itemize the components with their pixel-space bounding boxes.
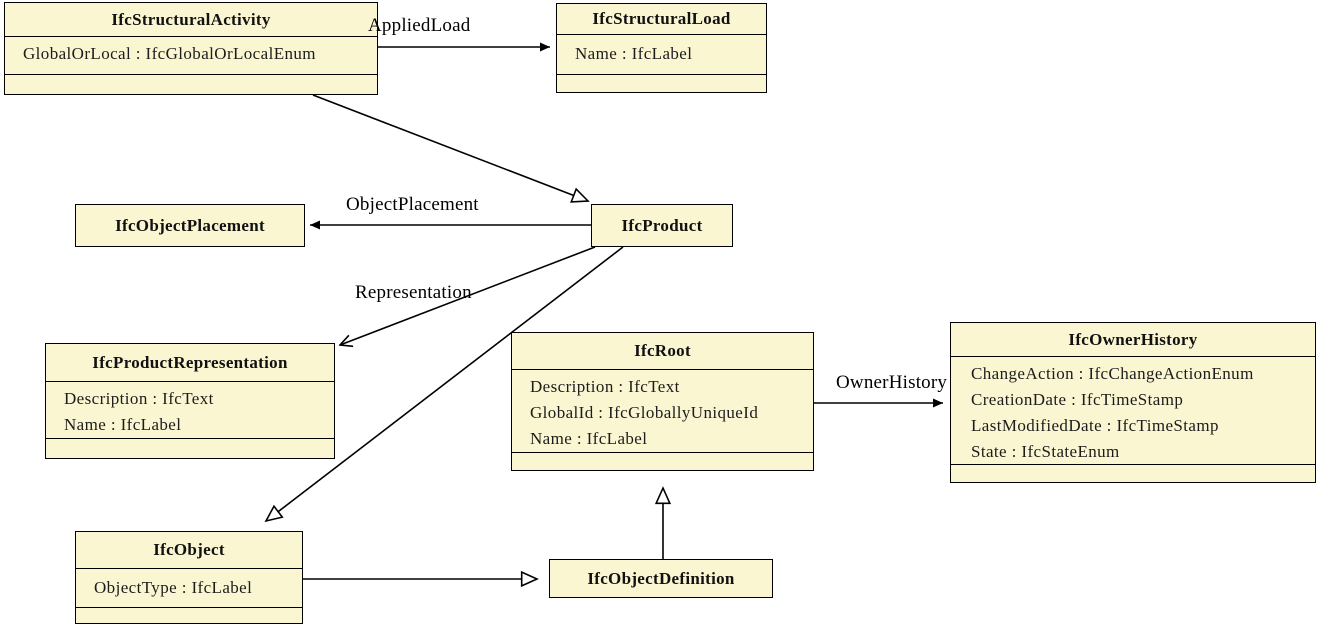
class-box-ifcobjectdefinition: IfcObjectDefinition — [549, 559, 773, 598]
class-attribute: ObjectType : IfcLabel — [94, 578, 253, 597]
class-box-ifcownerhistory: IfcOwnerHistory ChangeAction : IfcChange… — [950, 322, 1316, 483]
class-attribute: Name : IfcLabel — [64, 415, 182, 434]
class-attribute: LastModifiedDate : IfcTimeStamp — [971, 416, 1219, 435]
class-box-ifcproductrepresentation: IfcProductRepresentation Description : I… — [45, 343, 335, 459]
class-box-ifcstructuralload: IfcStructuralLoad Name : IfcLabel — [556, 3, 767, 93]
class-attribute: State : IfcStateEnum — [971, 442, 1120, 461]
edge-representation — [340, 246, 596, 345]
class-attribute: Name : IfcLabel — [575, 44, 693, 63]
edge-product-isa-object — [264, 246, 624, 523]
association-label-objectplacement: ObjectPlacement — [346, 194, 479, 215]
attributes-compartment: Description : IfcText Name : IfcLabel — [46, 381, 334, 438]
class-attribute: CreationDate : IfcTimeStamp — [971, 390, 1184, 409]
class-attribute: Name : IfcLabel — [530, 429, 648, 448]
class-attribute: Description : IfcText — [64, 389, 214, 408]
class-title: IfcOwnerHistory — [1068, 329, 1198, 349]
class-title: IfcRoot — [634, 341, 691, 360]
class-title: IfcProductRepresentation — [92, 352, 288, 372]
class-attribute: GlobalId : IfcGloballyUniqueId — [530, 403, 759, 422]
operations-compartment — [76, 607, 302, 623]
operations-compartment — [557, 74, 766, 92]
edge-structuralactivity-isa-product — [312, 94, 590, 203]
operations-compartment — [5, 74, 377, 94]
class-box-ifcproduct: IfcProduct — [591, 204, 733, 247]
class-box-ifcobjectplacement: IfcObjectPlacement — [75, 204, 305, 247]
class-title: IfcObjectDefinition — [587, 568, 735, 588]
class-title: IfcObject — [153, 540, 225, 559]
operations-compartment — [512, 452, 813, 470]
operations-compartment — [951, 464, 1315, 482]
class-attribute: ChangeAction : IfcChangeActionEnum — [971, 364, 1254, 383]
attributes-compartment: ObjectType : IfcLabel — [76, 568, 302, 607]
class-attribute: Description : IfcText — [530, 377, 680, 396]
attributes-compartment: GlobalOrLocal : IfcGlobalOrLocalEnum — [5, 36, 377, 74]
operations-compartment — [46, 438, 334, 458]
attributes-compartment: Description : IfcText GlobalId : IfcGlob… — [512, 369, 813, 452]
association-label-ownerhistory: OwnerHistory — [836, 372, 948, 393]
attributes-compartment: ChangeAction : IfcChangeActionEnum Creat… — [951, 356, 1315, 464]
class-title: IfcObjectPlacement — [115, 215, 265, 235]
class-title: IfcStructuralActivity — [111, 9, 271, 29]
class-attribute: GlobalOrLocal : IfcGlobalOrLocalEnum — [23, 44, 316, 63]
association-label-appliedload: AppliedLoad — [368, 15, 471, 36]
class-title: IfcProduct — [621, 215, 703, 235]
class-title: IfcStructuralLoad — [592, 9, 731, 28]
attributes-compartment: Name : IfcLabel — [557, 34, 766, 74]
class-box-ifcstructuralactivity: IfcStructuralActivity GlobalOrLocal : If… — [4, 2, 378, 95]
class-box-ifcroot: IfcRoot Description : IfcText GlobalId :… — [511, 332, 814, 471]
class-box-ifcobject: IfcObject ObjectType : IfcLabel — [75, 531, 303, 624]
association-label-representation: Representation — [355, 282, 472, 303]
